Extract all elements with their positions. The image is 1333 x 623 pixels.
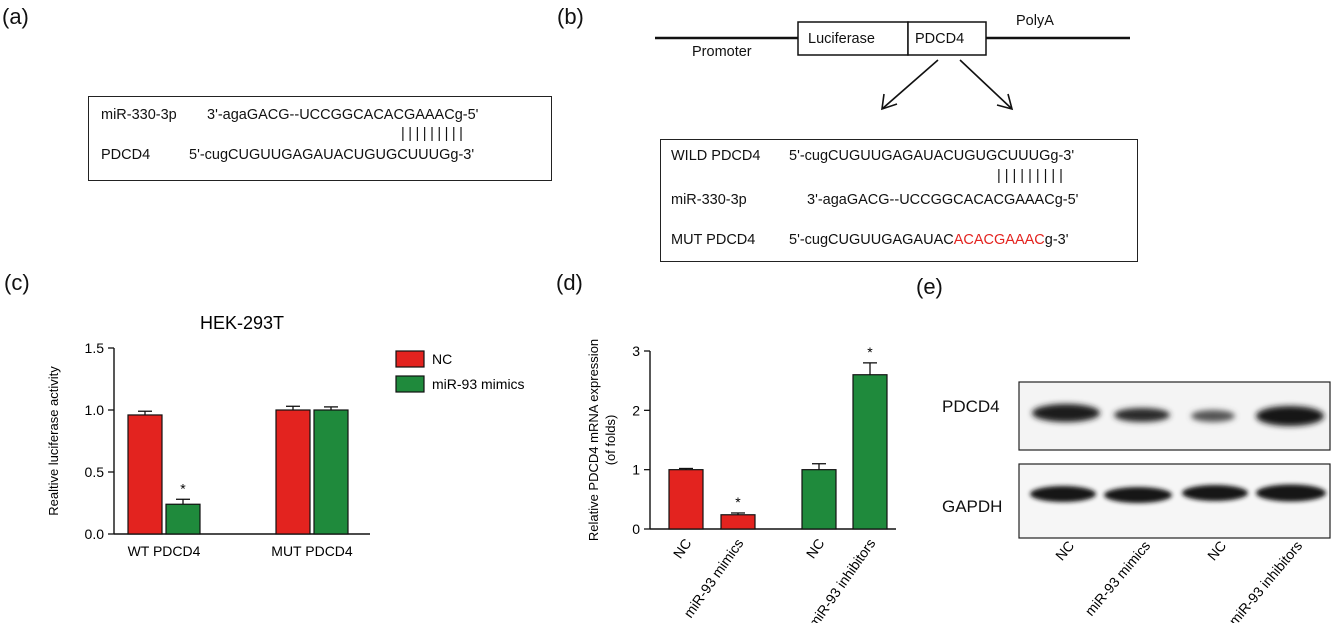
blot-label-gapdh: GAPDH: [942, 497, 1003, 516]
construct-diagram: [655, 21, 1130, 111]
pdcd4-band-inhibitors: [1256, 406, 1324, 426]
legend-swatch: [395, 350, 425, 368]
gapdh-band-nc: [1030, 486, 1096, 502]
x-tick-label: NC: [670, 536, 695, 562]
pdcd4-band-nc-2: [1191, 410, 1235, 422]
mut-seq-prefix: 5'-cugCUGUUGAGAUAC: [789, 232, 954, 248]
right-arrow: [959, 59, 1013, 110]
blot-lane-label: NC: [1204, 538, 1229, 563]
bar: [801, 469, 837, 530]
mut-seq-suffix: g-3': [1044, 232, 1069, 248]
pdcd4-band-mimics: [1114, 408, 1170, 422]
y-tick-label: 0.5: [85, 464, 105, 480]
right-arrowhead: [996, 93, 1014, 111]
y-tick-label: 1.0: [85, 402, 105, 418]
y-axis-label: Realtive luciferase activity: [46, 366, 61, 516]
bar: [720, 514, 756, 530]
panel-a-sequence-box: miR-330-3p 3'-agaGACG--UCCGGCACACGAAACg-…: [88, 96, 552, 181]
left-arrow: [881, 59, 939, 110]
base-pairing-lines: |||||||||: [401, 126, 467, 142]
bar: [275, 409, 311, 535]
chart-title: HEK-293T: [200, 313, 284, 333]
blot-lane-label: miR-93 inhibitors: [1226, 538, 1306, 623]
panel-b-sequence-box: WILD PDCD4 5'-cugCUGUUGAGAUACUGUGCUUUGg-…: [660, 139, 1138, 262]
pdcd4-band-nc: [1032, 404, 1100, 422]
mut-pdcd4-sequence: 5'-cugCUGUUGAGAUACACACGAAACg-3': [789, 232, 1069, 248]
blot-lane-label: NC: [1052, 538, 1077, 563]
bar: [668, 469, 704, 530]
y-tick-label: 3: [632, 343, 640, 359]
y-tick-label: 1.5: [85, 340, 105, 356]
significance-star: *: [735, 494, 741, 510]
mirna-name: miR-330-3p: [101, 107, 177, 123]
y-tick-label: 0.0: [85, 526, 105, 542]
y-tick-label: 2: [632, 402, 640, 418]
mirna-sequence: 3'-agaGACG--UCCGGCACACGAAACg-5': [207, 107, 479, 123]
bar: [165, 503, 201, 535]
gapdh-band-inhibitors: [1256, 484, 1326, 502]
x-tick-label: WT PDCD4: [128, 543, 201, 559]
gapdh-band-mimics: [1104, 487, 1172, 503]
y-axis-label-units: (of folds): [603, 415, 618, 466]
mirna-sequence: 3'-agaGACG--UCCGGCACACGAAACg-5': [807, 192, 1079, 208]
significance-star: *: [180, 480, 186, 496]
significance-star: *: [867, 344, 873, 360]
x-tick-label: NC: [803, 536, 828, 562]
panel-label-a: (a): [2, 4, 29, 29]
blot-label-pdcd4: PDCD4: [942, 397, 1000, 416]
legend-label: NC: [432, 351, 452, 367]
legend-swatch: [395, 375, 425, 393]
y-axis-label: Relative PDCD4 mRNA expression: [586, 339, 601, 541]
panel-label-e: (e): [916, 274, 943, 299]
bar: [127, 414, 163, 535]
wild-pdcd4-name: WILD PDCD4: [671, 148, 761, 164]
bar: [313, 409, 349, 535]
wild-pdcd4-sequence: 5'-cugCUGUUGAGAUACUGUGCUUUGg-3': [789, 148, 1075, 164]
mut-pdcd4-name: MUT PDCD4: [671, 232, 756, 248]
left-arrowhead: [881, 93, 898, 111]
target-name: PDCD4: [101, 147, 151, 163]
bar: [852, 374, 888, 530]
western-blot: [1018, 381, 1331, 539]
pdcd4-box-label: PDCD4: [915, 31, 965, 47]
mirna-name: miR-330-3p: [671, 192, 747, 208]
panel-label-c: (c): [4, 270, 30, 295]
y-tick-label: 0: [632, 521, 640, 537]
panel-label-b: (b): [557, 4, 584, 29]
mut-seq-mutated: ACACGAAAC: [953, 232, 1045, 248]
promoter-label: Promoter: [692, 44, 752, 60]
legend-label: miR-93 mimics: [432, 376, 525, 392]
pdcd4-mrna-chart: 0 1 2 3 Relative PDCD4 mRNA expression(of fo…: [586, 339, 896, 623]
blot-lane-label: miR-93 mimics: [1082, 538, 1154, 619]
y-tick-label: 1: [632, 462, 640, 478]
luciferase-label: Luciferase: [808, 31, 875, 47]
panel-label-d: (d): [556, 270, 583, 295]
x-tick-label: MUT PDCD4: [271, 543, 353, 559]
polya-label: PolyA: [1016, 13, 1054, 29]
target-sequence: 5'-cugCUGUUGAGAUACUGUGCUUUGg-3': [189, 147, 475, 163]
pdcd4-utr-box: [907, 21, 987, 56]
base-pairing-lines: |||||||||: [997, 168, 1067, 184]
gapdh-band-nc-2: [1182, 485, 1248, 501]
